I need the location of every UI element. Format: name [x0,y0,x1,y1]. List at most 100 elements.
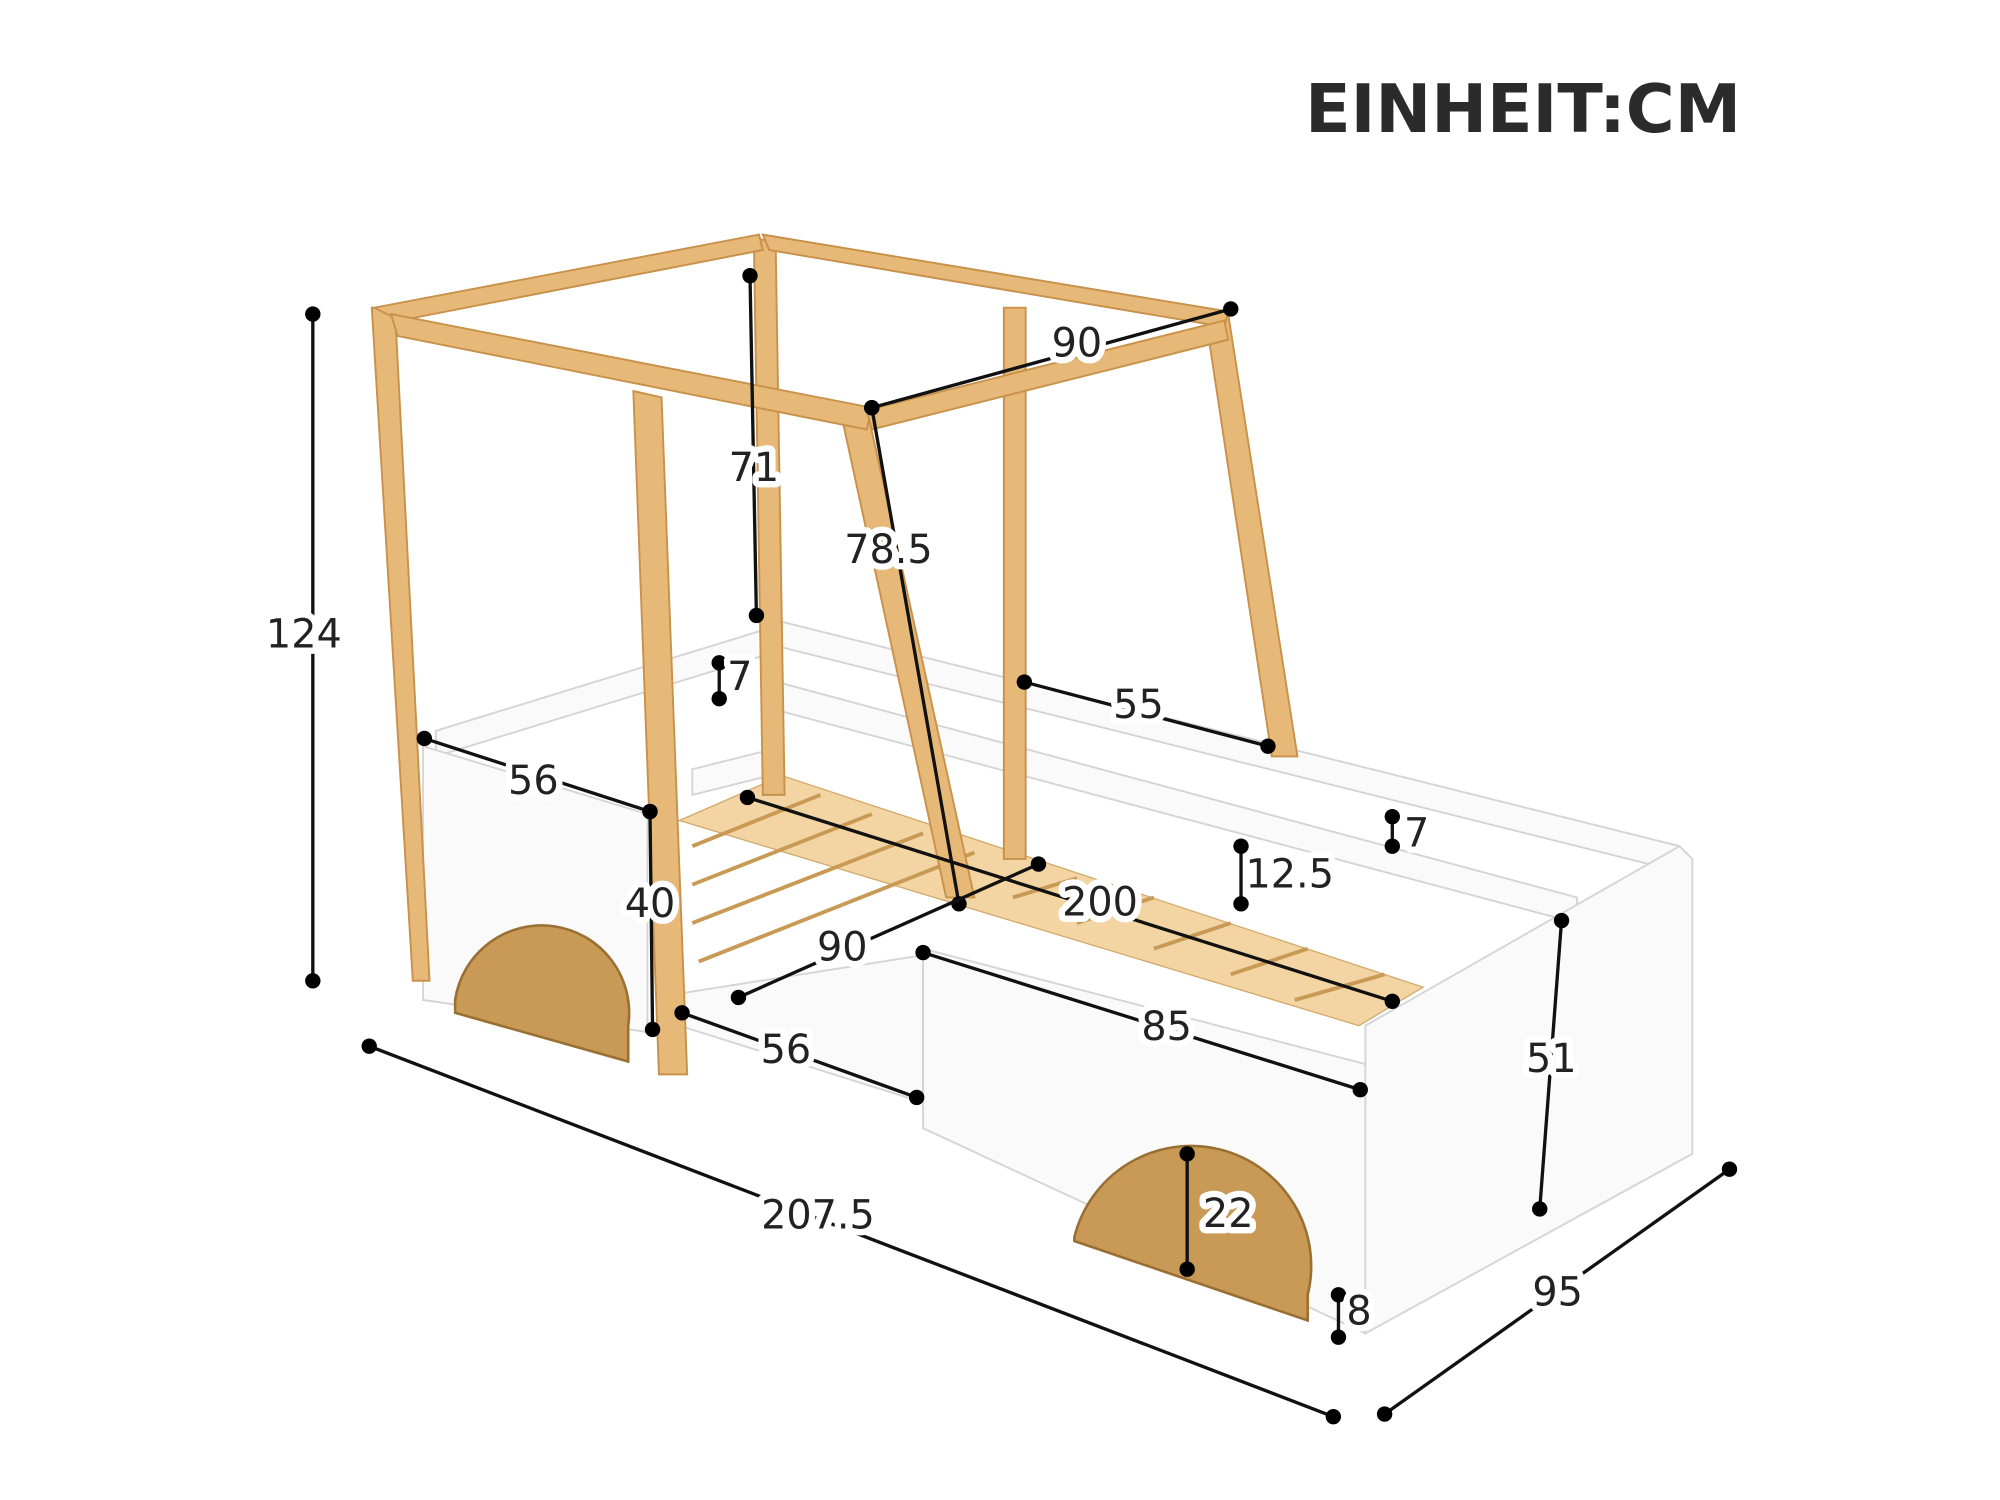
dimension-endpoint [711,655,727,671]
dimension-endpoint [742,267,758,284]
dimension-label: 124 [266,612,342,658]
dimension-endpoint [361,1038,377,1054]
dimension-endpoint [1223,301,1239,317]
dimension-label: 95 [1532,1269,1583,1315]
dimension-label: 90 [817,925,868,971]
dimension-endpoint [748,607,765,624]
dimension-endpoint [1352,1082,1368,1098]
dimension-label: 71 [729,445,780,491]
dimension-head-panel-height: 40 [618,803,682,1038]
dimension-endpoint [1553,912,1570,929]
dimension-endpoint [416,730,433,747]
canopy-beam-back [371,233,764,322]
dimension-label: 7 [1404,810,1429,856]
dimension-label: 22 [1203,1191,1254,1237]
dimension-label: 8 [1346,1289,1371,1335]
front-wheel [1073,1144,1313,1323]
dimension-side-panel-length: 85 [915,944,1368,1098]
dimension-canopy-width: 90 [864,301,1239,416]
dimension-endpoint [1179,1261,1195,1277]
dimension-rail-gap-right: 7 [1384,804,1436,863]
dimension-label: 56 [508,758,559,804]
dimension-label: 90 [1052,321,1103,367]
dimension-line [681,1011,918,1100]
canopy-beam-cross [865,319,1230,431]
dimension-foot-step-width: 56 [674,1005,925,1106]
dimension-mattress-width: 90 [730,856,1047,1006]
dimension-endpoint [1384,808,1400,825]
dimension-label: 40 [625,881,676,927]
dimension-endpoint [1532,1201,1548,1217]
dimension-total-length: 207.5 [361,1038,1342,1425]
dimension-line [737,862,1040,999]
dimension-line [1538,920,1564,1210]
dimension-endpoint [1260,738,1276,754]
dimension-endpoint [1016,674,1033,690]
front-post-right [1204,313,1299,758]
dimension-endpoint [644,1021,661,1038]
dimension-line [870,407,961,905]
dimension-endpoint [908,1089,925,1106]
car-bed-illustration [370,233,1694,1335]
dimension-label: 55 [1113,682,1164,728]
dimension-front-post: 78.5 [838,400,967,912]
dimension-endpoint [305,306,321,322]
dimension-label: 85 [1141,1004,1192,1050]
dimension-endpoint [1233,896,1249,912]
dimension-line [423,736,651,814]
dimension-line [1023,680,1269,748]
dimension-label: 78.5 [844,527,932,573]
dimension-endpoint [642,803,658,820]
dimension-rail-height: 12.5 [1233,838,1340,912]
dimension-endpoint [1721,1161,1738,1177]
dimension-foot-panel-height: 51 [1520,912,1583,1217]
unit-title: EINHEIT:CM [1305,70,1741,148]
dimension-endpoint [915,944,931,961]
dimension-endpoint [1376,1406,1393,1422]
dimension-endpoint [864,400,880,416]
dimension-line [748,275,759,616]
dimension-endpoint [1030,856,1047,872]
dimension-label: 200 [1062,880,1138,926]
dimension-line [871,307,1232,410]
dimension-canopy-height: 71 [722,267,786,624]
dimension-line [746,795,1393,1003]
dimension-endpoint [1233,838,1249,854]
dimension-annotations: 124 71 90 78.5 7 55 56 40 7 12.5 200 90 85 56 51 22 8 207… [260,267,1738,1425]
canopy-beam-side [761,233,1230,329]
dimension-rail-gap-left: 7 [711,648,759,707]
dimension-endpoint [711,691,727,707]
dimension-line [648,811,655,1030]
dimension-line [368,1044,1334,1419]
dimension-rail-side-length: 55 [1016,674,1276,754]
dimension-label: 56 [761,1027,812,1073]
dimension-line [1383,1167,1731,1416]
dimension-endpoint [1330,1287,1347,1303]
dimension-label: 207.5 [761,1192,875,1238]
dimension-wheel-height: 22 [1179,1146,1260,1277]
dimension-endpoint [305,973,321,989]
canopy-beam-front [389,312,873,431]
dimension-ground-clearance: 8 [1330,1282,1378,1345]
dimension-mattress-length: 200 [739,789,1400,1009]
dimension-label: 12.5 [1246,851,1334,897]
dimension-label: 51 [1526,1036,1577,1082]
back-post-left [752,235,786,796]
dimension-endpoint [730,989,747,1006]
dimension-endpoint [1330,1329,1347,1345]
dimension-total-height: 124 [260,306,348,989]
back-post-right [1002,306,1027,860]
dimension-endpoint [1384,993,1400,1009]
foot-panel [1364,844,1694,1335]
dimension-endpoint [1384,838,1400,854]
rear-wheel [453,924,631,1064]
dimension-line [922,950,1361,1092]
dimension-total-width: 95 [1376,1161,1738,1422]
dimension-endpoint [674,1005,690,1021]
dimension-label: 7 [727,654,752,700]
dimension-endpoint [739,789,756,806]
dimension-endpoint [1325,1408,1342,1425]
dimension-endpoint [1179,1146,1195,1162]
